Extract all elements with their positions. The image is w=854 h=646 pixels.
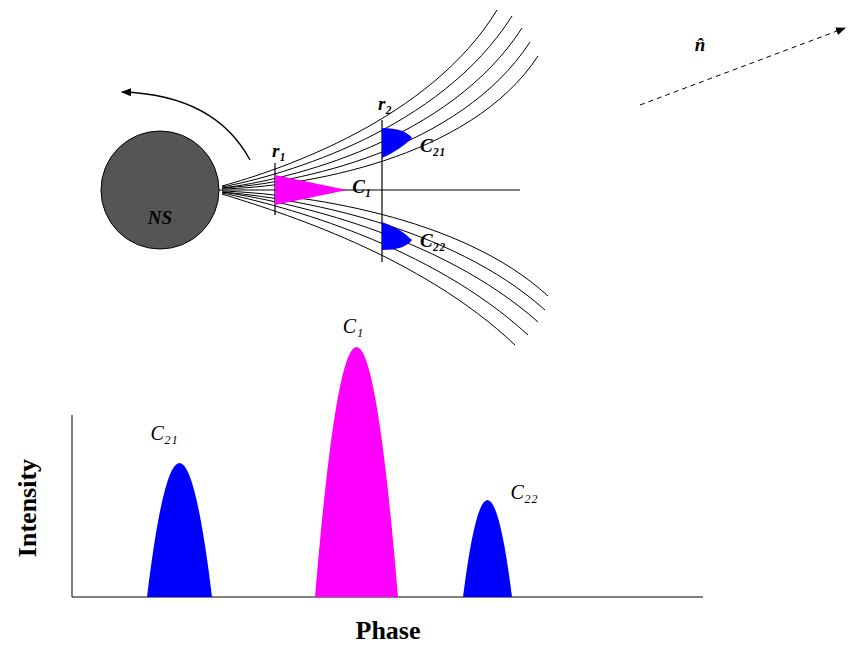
radius-label: r₁ — [272, 141, 286, 160]
axis-title: Intensity — [15, 459, 41, 557]
component-label: C₂₁ — [420, 136, 446, 155]
component-label: C₁ — [352, 177, 371, 196]
axis-title: Phase — [356, 618, 421, 644]
star-outline — [100, 130, 220, 250]
radius-label: r₂ — [378, 94, 392, 113]
peak-label: C₂₁ — [150, 423, 177, 443]
component-label: C₂₂ — [420, 231, 446, 250]
peak-label: C₂₂ — [510, 482, 537, 502]
direction-label: n̂ — [695, 35, 706, 54]
neutron-star: NS — [100, 130, 220, 250]
star-label: NS — [100, 208, 220, 227]
peak-label: C₁ — [343, 316, 363, 336]
